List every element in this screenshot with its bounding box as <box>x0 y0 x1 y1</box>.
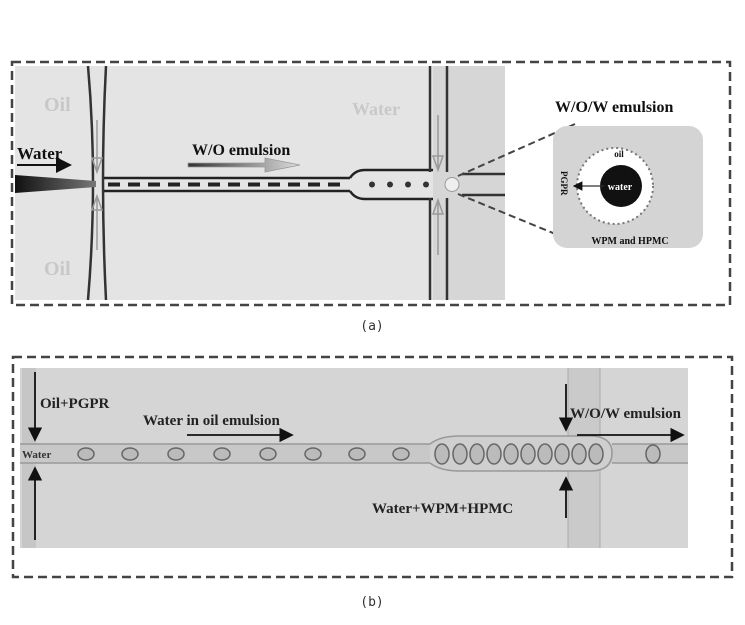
flow-arrows-hollow <box>90 115 445 255</box>
wo-flow-arrow <box>187 157 301 173</box>
label-water-wpm-hpmc: Water+WPM+HPMC <box>372 501 513 517</box>
caption-a: (a) <box>360 319 383 334</box>
label-wow-emulsion: W/O/W emulsion <box>555 99 673 116</box>
inset-pgpr: PGPR <box>559 171 569 196</box>
panel-a-frame <box>10 60 732 307</box>
label-oil-pgpr: Oil+PGPR <box>40 396 110 412</box>
wow-inset: water oil PGPR WPM and HPMC <box>553 126 703 248</box>
label-wo-emulsion: W/O emulsion <box>192 142 290 159</box>
caption-b: (b) <box>360 595 383 610</box>
water-jet <box>15 175 96 193</box>
inset-oil: oil <box>614 149 624 159</box>
label-oil-bottom: Oil <box>44 258 71 280</box>
inset-shell: WPM and HPMC <box>591 236 668 247</box>
label-water-in-oil: Water in oil emulsion <box>143 413 280 429</box>
inset-water: water <box>608 182 633 193</box>
panel-b: Oil+PGPR Water Water in oil emulsion W/O… <box>11 355 734 610</box>
droplets-a <box>369 181 429 188</box>
label-water-inlet: Water <box>17 144 63 163</box>
wow-droplet <box>444 177 460 192</box>
flow-arrows-b <box>27 372 685 540</box>
label-wow-emulsion-b: W/O/W emulsion <box>570 406 682 422</box>
label-water-b: Water <box>22 449 51 461</box>
panel-a: Oil Oil Water Water W/O emulsion W/O/W e… <box>10 60 732 334</box>
label-oil-top: Oil <box>44 94 71 116</box>
panel-b-frame <box>11 355 734 579</box>
droplets-b <box>77 443 661 465</box>
label-water-side: Water <box>352 99 400 119</box>
